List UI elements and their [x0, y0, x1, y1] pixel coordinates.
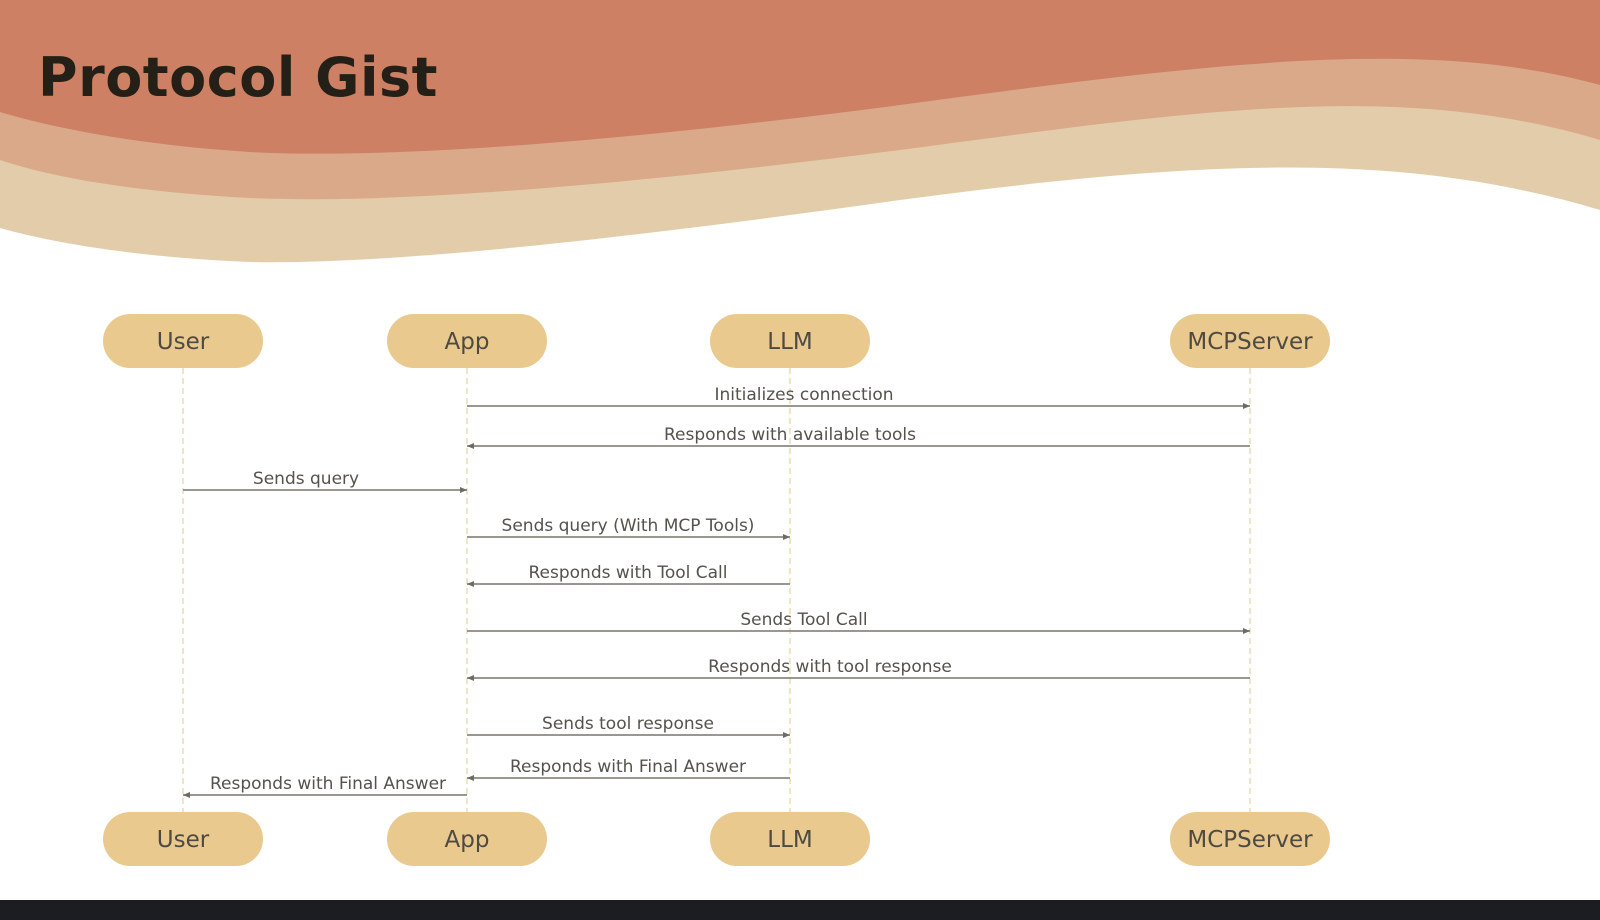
actor-label: User: [157, 329, 210, 355]
actor-box: [387, 812, 547, 866]
message-5: Responds with Tool Call: [467, 563, 790, 587]
message-3: Sends query: [183, 469, 467, 493]
message-label: Responds with Final Answer: [210, 774, 446, 794]
message-label: Responds with available tools: [664, 425, 916, 445]
actor-label: App: [445, 827, 490, 853]
actor-mcp-top: MCPServer: [1170, 314, 1330, 368]
message-label: Sends query (With MCP Tools): [502, 516, 755, 536]
page-title: Protocol Gist: [38, 46, 438, 109]
actor-label: MCPServer: [1187, 827, 1313, 853]
message-6: Sends Tool Call: [467, 610, 1250, 634]
message-label: Responds with Final Answer: [510, 757, 746, 777]
actor-label: MCPServer: [1187, 329, 1313, 355]
actor-box: [103, 314, 263, 368]
actor-box: [710, 314, 870, 368]
message-label: Sends tool response: [542, 714, 714, 734]
actor-user-top: User: [103, 314, 263, 368]
actor-llm-top: LLM: [710, 314, 870, 368]
actor-box: [710, 812, 870, 866]
actors-bottom: User App LLM MCPServer: [103, 812, 1330, 866]
lifelines: [182, 368, 1251, 812]
actor-app-bottom: App: [387, 812, 547, 866]
message-1: Initializes connection: [467, 385, 1250, 409]
actor-box: [103, 812, 263, 866]
actor-app-top: App: [387, 314, 547, 368]
message-8: Sends tool response: [467, 714, 790, 738]
actor-label: User: [157, 827, 210, 853]
bottom-bar: [0, 900, 1600, 920]
message-7: Responds with tool response: [467, 657, 1250, 681]
message-label: Responds with Tool Call: [528, 563, 727, 583]
message-label: Sends Tool Call: [740, 610, 867, 630]
message-label: Responds with tool response: [708, 657, 952, 677]
actor-box: [1170, 314, 1330, 368]
actor-box: [1170, 812, 1330, 866]
actor-label: App: [445, 329, 490, 355]
actors-top: User App LLM MCPServer: [103, 314, 1330, 368]
actor-label: LLM: [767, 329, 812, 355]
message-label: Initializes connection: [714, 385, 893, 405]
message-4: Sends query (With MCP Tools): [467, 516, 790, 540]
actor-box: [387, 314, 547, 368]
message-10: Responds with Final Answer: [183, 774, 467, 798]
actor-mcp-bottom: MCPServer: [1170, 812, 1330, 866]
message-label: Sends query: [253, 469, 359, 489]
wave-dark: [0, 0, 1600, 154]
message-9: Responds with Final Answer: [467, 757, 790, 781]
actor-label: LLM: [767, 827, 812, 853]
actor-llm-bottom: LLM: [710, 812, 870, 866]
message-2: Responds with available tools: [467, 425, 1250, 449]
actor-user-bottom: User: [103, 812, 263, 866]
